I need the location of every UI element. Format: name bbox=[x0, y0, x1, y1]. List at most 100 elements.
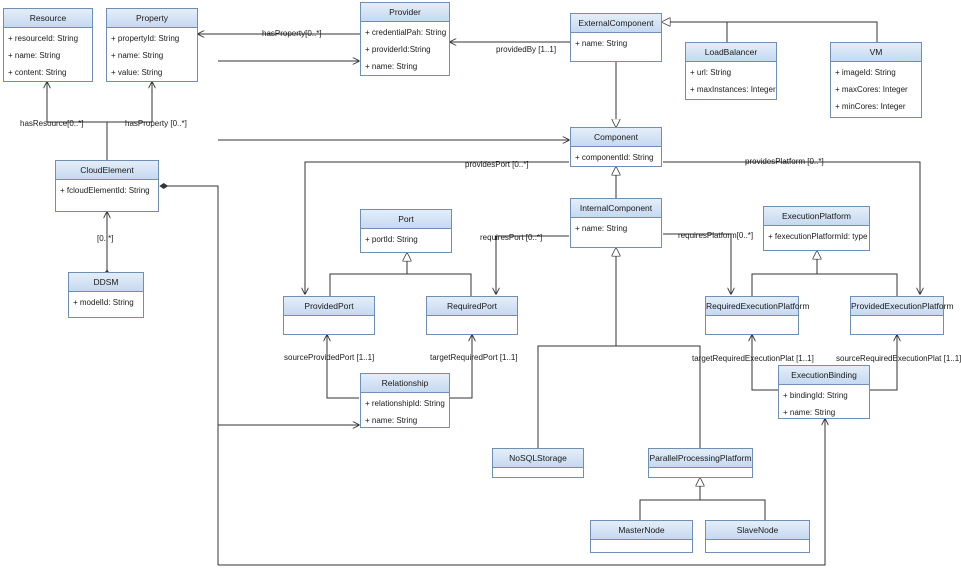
edge-requires-platform bbox=[663, 233, 731, 294]
label-provided-by: providedBy [1..1] bbox=[496, 45, 557, 54]
class-provided-execution-platform[interactable]: ProvidedExecutionPlatform bbox=[850, 296, 954, 335]
class-port-attr: + portId: String bbox=[365, 235, 418, 244]
edge-has-resource bbox=[47, 82, 108, 160]
class-execution-binding-attr: + name: String bbox=[783, 408, 836, 417]
class-parallel-processing-platform-name: ParallelProcessingPlatform bbox=[649, 449, 752, 468]
class-resource-attr: + content: String bbox=[8, 68, 67, 77]
edge-trunk-execution-binding bbox=[218, 419, 825, 566]
label-ddsm-multiplicity: [0..*] bbox=[97, 234, 114, 243]
class-master-node-name: MasterNode bbox=[591, 521, 692, 540]
class-load-balancer-attr: + url: String bbox=[690, 68, 732, 77]
class-execution-platform-name: ExecutionPlatform bbox=[764, 207, 869, 226]
class-load-balancer-attr: + maxInstances: Integer bbox=[690, 85, 776, 94]
class-required-execution-platform[interactable]: RequiredExecutionPlatform bbox=[705, 296, 809, 335]
class-vm-attr: + maxCores: Integer bbox=[835, 85, 908, 94]
class-vm-attr: + minCores: Integer bbox=[835, 102, 906, 111]
class-relationship[interactable]: Relationship + relationshipId: String + … bbox=[360, 373, 450, 428]
edge-gen-load-balancer bbox=[662, 22, 728, 42]
class-property-attr: + value: String bbox=[111, 68, 163, 77]
class-slave-node[interactable]: SlaveNode bbox=[705, 520, 810, 553]
label-target-required-port: targetRequiredPort [1..1] bbox=[430, 353, 518, 362]
class-provider-attr: + credentialPah: String bbox=[365, 28, 447, 37]
class-vm-name: VM bbox=[831, 43, 921, 62]
class-internal-component[interactable]: InternalComponent + name: String bbox=[570, 198, 662, 248]
class-property-attr: + name: String bbox=[111, 51, 164, 60]
class-component[interactable]: Component + componentId: String bbox=[570, 127, 662, 167]
class-internal-component-attr: + name: String bbox=[575, 224, 628, 233]
class-component-attr: + componentId: String bbox=[575, 153, 654, 162]
class-load-balancer[interactable]: LoadBalancer + url: String + maxInstance… bbox=[685, 42, 777, 100]
class-execution-binding[interactable]: ExecutionBinding + bindingId: String + n… bbox=[778, 365, 870, 419]
label-target-required-exec: targetRequiredExecutionPlat [1..1] bbox=[692, 354, 814, 363]
class-ddsm-attr: + modelId: String bbox=[73, 298, 134, 307]
class-execution-binding-name: ExecutionBinding bbox=[779, 366, 869, 385]
edge-gen-nodes-bar bbox=[639, 499, 766, 520]
class-provided-execution-platform-name: ProvidedExecutionPlatform bbox=[851, 297, 954, 316]
edge-gen-nosql bbox=[537, 345, 616, 448]
class-execution-platform[interactable]: ExecutionPlatform + fexecutionPlatformId… bbox=[763, 206, 870, 251]
class-ddsm[interactable]: DDSM + modelId: String bbox=[68, 272, 144, 318]
class-required-port-name: RequiredPort bbox=[427, 297, 517, 316]
class-provided-port-name: ProvidedPort bbox=[284, 297, 374, 316]
class-execution-platform-attr: + fexecutionPlatformId: type bbox=[768, 232, 868, 241]
class-property-attr: + propertyId: String bbox=[111, 34, 180, 43]
edge-cloud-element-trunk bbox=[159, 183, 219, 565]
class-provider-attr: + name: String bbox=[365, 62, 418, 71]
edge-source-required-exec bbox=[870, 335, 897, 391]
class-resource-name: Resource bbox=[4, 9, 92, 28]
class-vm[interactable]: VM + imageId: String + maxCores: Integer… bbox=[830, 42, 922, 118]
class-vm-attr: + imageId: String bbox=[835, 68, 896, 77]
edge-target-required-port bbox=[450, 335, 472, 399]
class-nosql-storage-name: NoSQLStorage bbox=[493, 449, 583, 468]
class-parallel-processing-platform[interactable]: ParallelProcessingPlatform bbox=[648, 448, 753, 478]
class-required-port[interactable]: RequiredPort bbox=[426, 296, 518, 335]
class-external-component-attr: + name: String bbox=[575, 39, 628, 48]
edge-target-required-exec bbox=[752, 335, 778, 391]
class-port[interactable]: Port + portId: String bbox=[360, 209, 452, 253]
label-has-resource: hasResource[0..*] bbox=[20, 119, 84, 128]
class-slave-node-name: SlaveNode bbox=[706, 521, 809, 540]
edge-provides-port bbox=[305, 161, 569, 294]
edge-requires-port bbox=[496, 235, 569, 294]
class-relationship-attr: + relationshipId: String bbox=[365, 399, 445, 408]
label-source-provided-port: sourceProvidedPort [1..1] bbox=[284, 353, 375, 362]
class-load-balancer-name: LoadBalancer bbox=[686, 43, 776, 62]
class-resource-attr: + resourceId: String bbox=[8, 34, 79, 43]
class-relationship-attr: + name: String bbox=[365, 416, 418, 425]
class-property-name: Property bbox=[107, 9, 197, 28]
class-property[interactable]: Property + propertyId: String + name: St… bbox=[106, 8, 198, 82]
class-external-component[interactable]: ExternalComponent + name: String bbox=[570, 13, 662, 62]
label-requires-platform: requiresPlatform[0..*] bbox=[678, 231, 754, 240]
class-master-node[interactable]: MasterNode bbox=[590, 520, 693, 553]
edge-has-property bbox=[107, 82, 152, 123]
edge-gen-ports-bar bbox=[329, 273, 472, 296]
class-required-execution-platform-name: RequiredExecutionPlatform bbox=[706, 297, 809, 316]
label-provides-port: providesPort [0..*] bbox=[465, 160, 529, 169]
class-cloud-element[interactable]: CloudElement + fcloudElementId: String bbox=[55, 160, 159, 212]
edge-provides-platform bbox=[663, 161, 920, 294]
class-relationship-name: Relationship bbox=[361, 374, 449, 393]
class-cloud-element-attr: + fcloudElementId: String bbox=[60, 186, 150, 195]
class-resource-attr: + name: String bbox=[8, 51, 61, 60]
edge-gen-ppp bbox=[616, 248, 701, 448]
edge-source-provided-port bbox=[327, 335, 359, 399]
class-provider-attr: + providerId:String bbox=[365, 45, 431, 54]
label-has-property: hasProperty [0..*] bbox=[125, 119, 187, 128]
class-provider[interactable]: Provider + credentialPah: String + provi… bbox=[360, 2, 450, 76]
class-component-name: Component bbox=[571, 128, 661, 147]
label-has-property-provider: hasProperty[0..*] bbox=[262, 29, 322, 38]
class-internal-component-name: InternalComponent bbox=[571, 199, 661, 218]
class-nosql-storage[interactable]: NoSQLStorage bbox=[492, 448, 584, 478]
class-ddsm-name: DDSM bbox=[69, 273, 143, 292]
label-requires-port: requiresPort [0..*] bbox=[480, 233, 543, 242]
class-port-name: Port bbox=[361, 210, 451, 229]
class-execution-binding-attr: + bindingId: String bbox=[783, 391, 848, 400]
edge-gen-exec-bar bbox=[751, 273, 898, 296]
class-resource[interactable]: Resource + resourceId: String + name: St… bbox=[3, 8, 93, 82]
label-provides-platform: providesPlatform [0..*] bbox=[745, 157, 824, 166]
edge-gen-vm bbox=[727, 21, 878, 42]
label-source-required-exec: sourceRequiredExecutionPlat [1..1] bbox=[836, 354, 961, 363]
class-provided-port[interactable]: ProvidedPort bbox=[283, 296, 375, 335]
